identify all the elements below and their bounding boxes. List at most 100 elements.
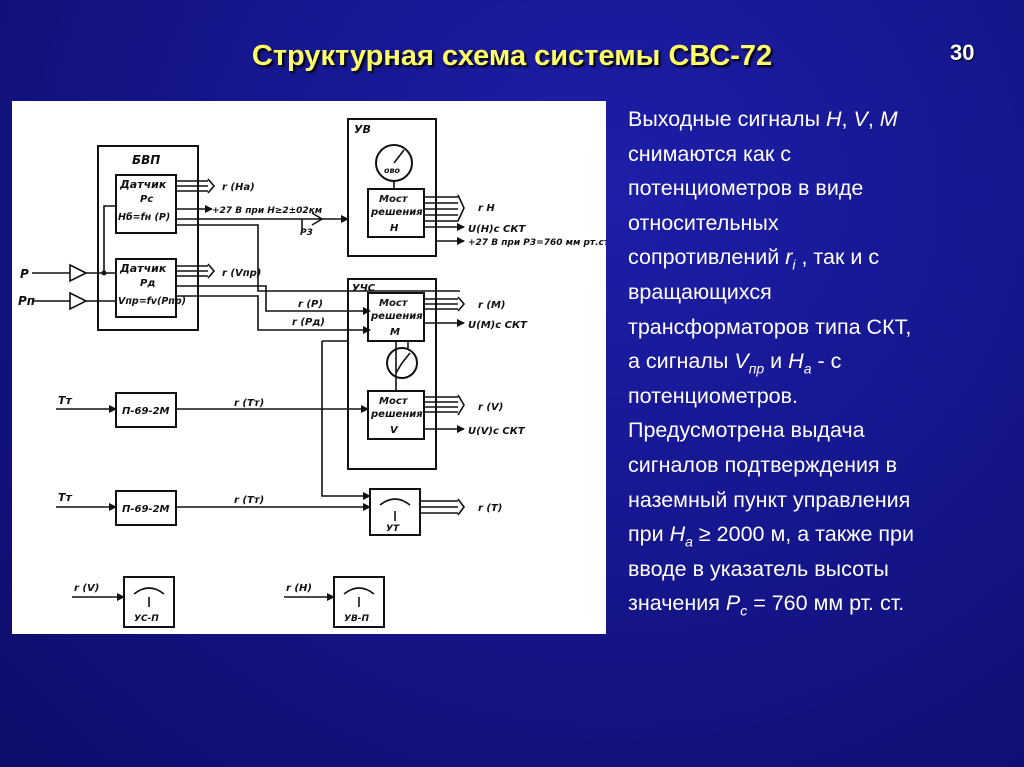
uchs-label: УЧС [352,283,376,294]
desc-text: Выходные сигналы [628,107,826,131]
desc-var-v: V [734,349,749,374]
input-tt-1: Тт [58,394,73,407]
p69-label-2: П-69-2М [122,504,170,515]
uchs-bridge-m-m: М [390,327,400,338]
slide-number: 30 [950,40,975,65]
sensor-1-box [115,174,177,234]
desc-line: наземный пункт управления [628,487,911,512]
uv-block [347,118,437,257]
desc-var-p: P [725,591,741,616]
signal-plus27-h: +27 В при H≥2±02км [212,206,323,216]
desc-text: , так и с [795,245,880,270]
desc-sub-c: c [740,602,748,619]
p69-label-1: П-69-2М [122,406,170,417]
uv-bridge-label: Мост [379,194,409,205]
desc-text: - с [811,349,842,374]
p69-block-2 [115,490,177,526]
signal-r-tt-1: r (Тт) [234,398,264,409]
output-r-m: r (М) [478,300,506,311]
signal-r-pd: r (Рд) [292,317,325,328]
desc-line: снимаются как с [628,141,791,166]
input-tt-2: Тт [58,491,73,504]
uchs-block [347,278,437,470]
desc-var-r: r [785,245,793,270]
structure-diagram: БВП Датчик Pс Hб=fн (P) Датчик Pд Vпр=fv… [12,101,606,634]
sensor-2-formula: Vпр=fv(Pпр) [118,296,186,307]
desc-text: сопротивлений [628,245,786,270]
output-u-m: U(М)с СКТ [468,320,528,331]
p69-block-1 [115,392,177,428]
desc-line: сигналов подтверждения в [628,452,897,477]
desc-sub-pr: пр [748,360,765,377]
output-r-t: r (Т) [478,503,502,514]
input-p-triangle [69,263,88,283]
usp-block [123,576,175,628]
signal-r-tt-2: r (Тт) [234,495,264,506]
desc-sub-a: a [803,360,812,377]
signal-r-vpr: r (Vпр) [222,268,261,279]
desc-line: трансформаторов типа СКТ, [628,314,912,339]
sensor-1-formula: Hб=fн (P) [118,212,170,223]
input-pp: Рп [18,294,35,308]
uv-bridge-box [367,188,425,238]
input-p: Р [20,267,29,281]
sensor-2-pd: Pд [140,278,155,289]
uv-gauge-label: ово [384,166,401,175]
desc-text: ≥ 2000 м, а также при [692,522,915,547]
desc-text: значения [628,591,726,616]
bvp-block [97,145,199,331]
sensor-1-label: Датчик [119,178,167,191]
ut-block [369,488,421,536]
slide-title: Структурная схема системы СВС-72 [251,40,773,72]
desc-var-h: H [788,349,804,374]
desc-text: , [841,107,854,131]
uchs-bridge-v-label: Мост [379,396,409,407]
desc-sub-i: i [792,256,796,273]
sensor-2-box [115,258,177,318]
uchs-bridge-v-v: V [390,425,399,436]
desc-line: Предусмотрена выдача [628,418,865,443]
uvp-block [333,576,385,628]
uchs-bridge-v-decision: решения [370,409,423,420]
signal-r-h-in: r (Н) [286,583,312,594]
usp-label: УС-П [134,614,159,624]
signal-r-ha: r (Hа) [222,182,255,193]
sensor-1-ps: Pс [140,194,153,205]
ut-label: УТ [386,524,400,534]
uchs-bridge-v-box [367,390,425,440]
bvp-label: БВП [132,153,160,167]
signal-r-p: r (Р) [298,299,323,310]
desc-line: потенциометров. [628,383,799,408]
desc-line: потенциометров в виде [628,176,864,201]
desc-var-v: V [853,107,868,131]
desc-text: , [867,107,880,131]
desc-text: = 760 мм рт. ст. [747,591,905,616]
uv-bridge-decision: решения [370,207,423,218]
uchs-bridge-m-decision: решения [370,311,423,322]
desc-line: относительных [628,210,779,235]
uchs-gauge [386,347,418,379]
uv-bridge-h: Н [390,223,399,234]
uchs-bridge-m-label: Мост [379,298,409,309]
output-r-v: r (V) [478,402,503,413]
desc-text: при [628,522,670,547]
description-text: Выходные сигналы H, V, M снимаются как с… [628,102,1018,621]
signal-p3: Р3 [300,228,313,238]
desc-line: вводе в указатель высоты [628,556,889,581]
desc-sub-a: a [685,533,693,550]
diagram-svg: БВП Датчик Pс Hб=fн (P) Датчик Pд Vпр=fv… [18,118,606,628]
sensor-2-label: Датчик [119,262,167,275]
desc-text: а сигналы [628,349,735,374]
desc-var-m: M [879,107,898,131]
uvp-label: УВ-П [344,614,370,624]
output-u-h: U(Н)с СКТ [468,224,527,235]
desc-line: вращающихся [628,279,772,304]
desc-text: и [764,349,789,374]
signal-r-v-in: r (V) [74,583,99,594]
output-plus27-p3: +27 В при Р3=760 мм рт.ст. [468,238,606,248]
desc-var-h: H [669,522,686,547]
desc-var-h: H [826,107,842,131]
output-r-h: r Н [478,203,495,214]
uv-label: УВ [354,123,371,136]
output-u-v: U(V)с СКТ [468,426,526,437]
